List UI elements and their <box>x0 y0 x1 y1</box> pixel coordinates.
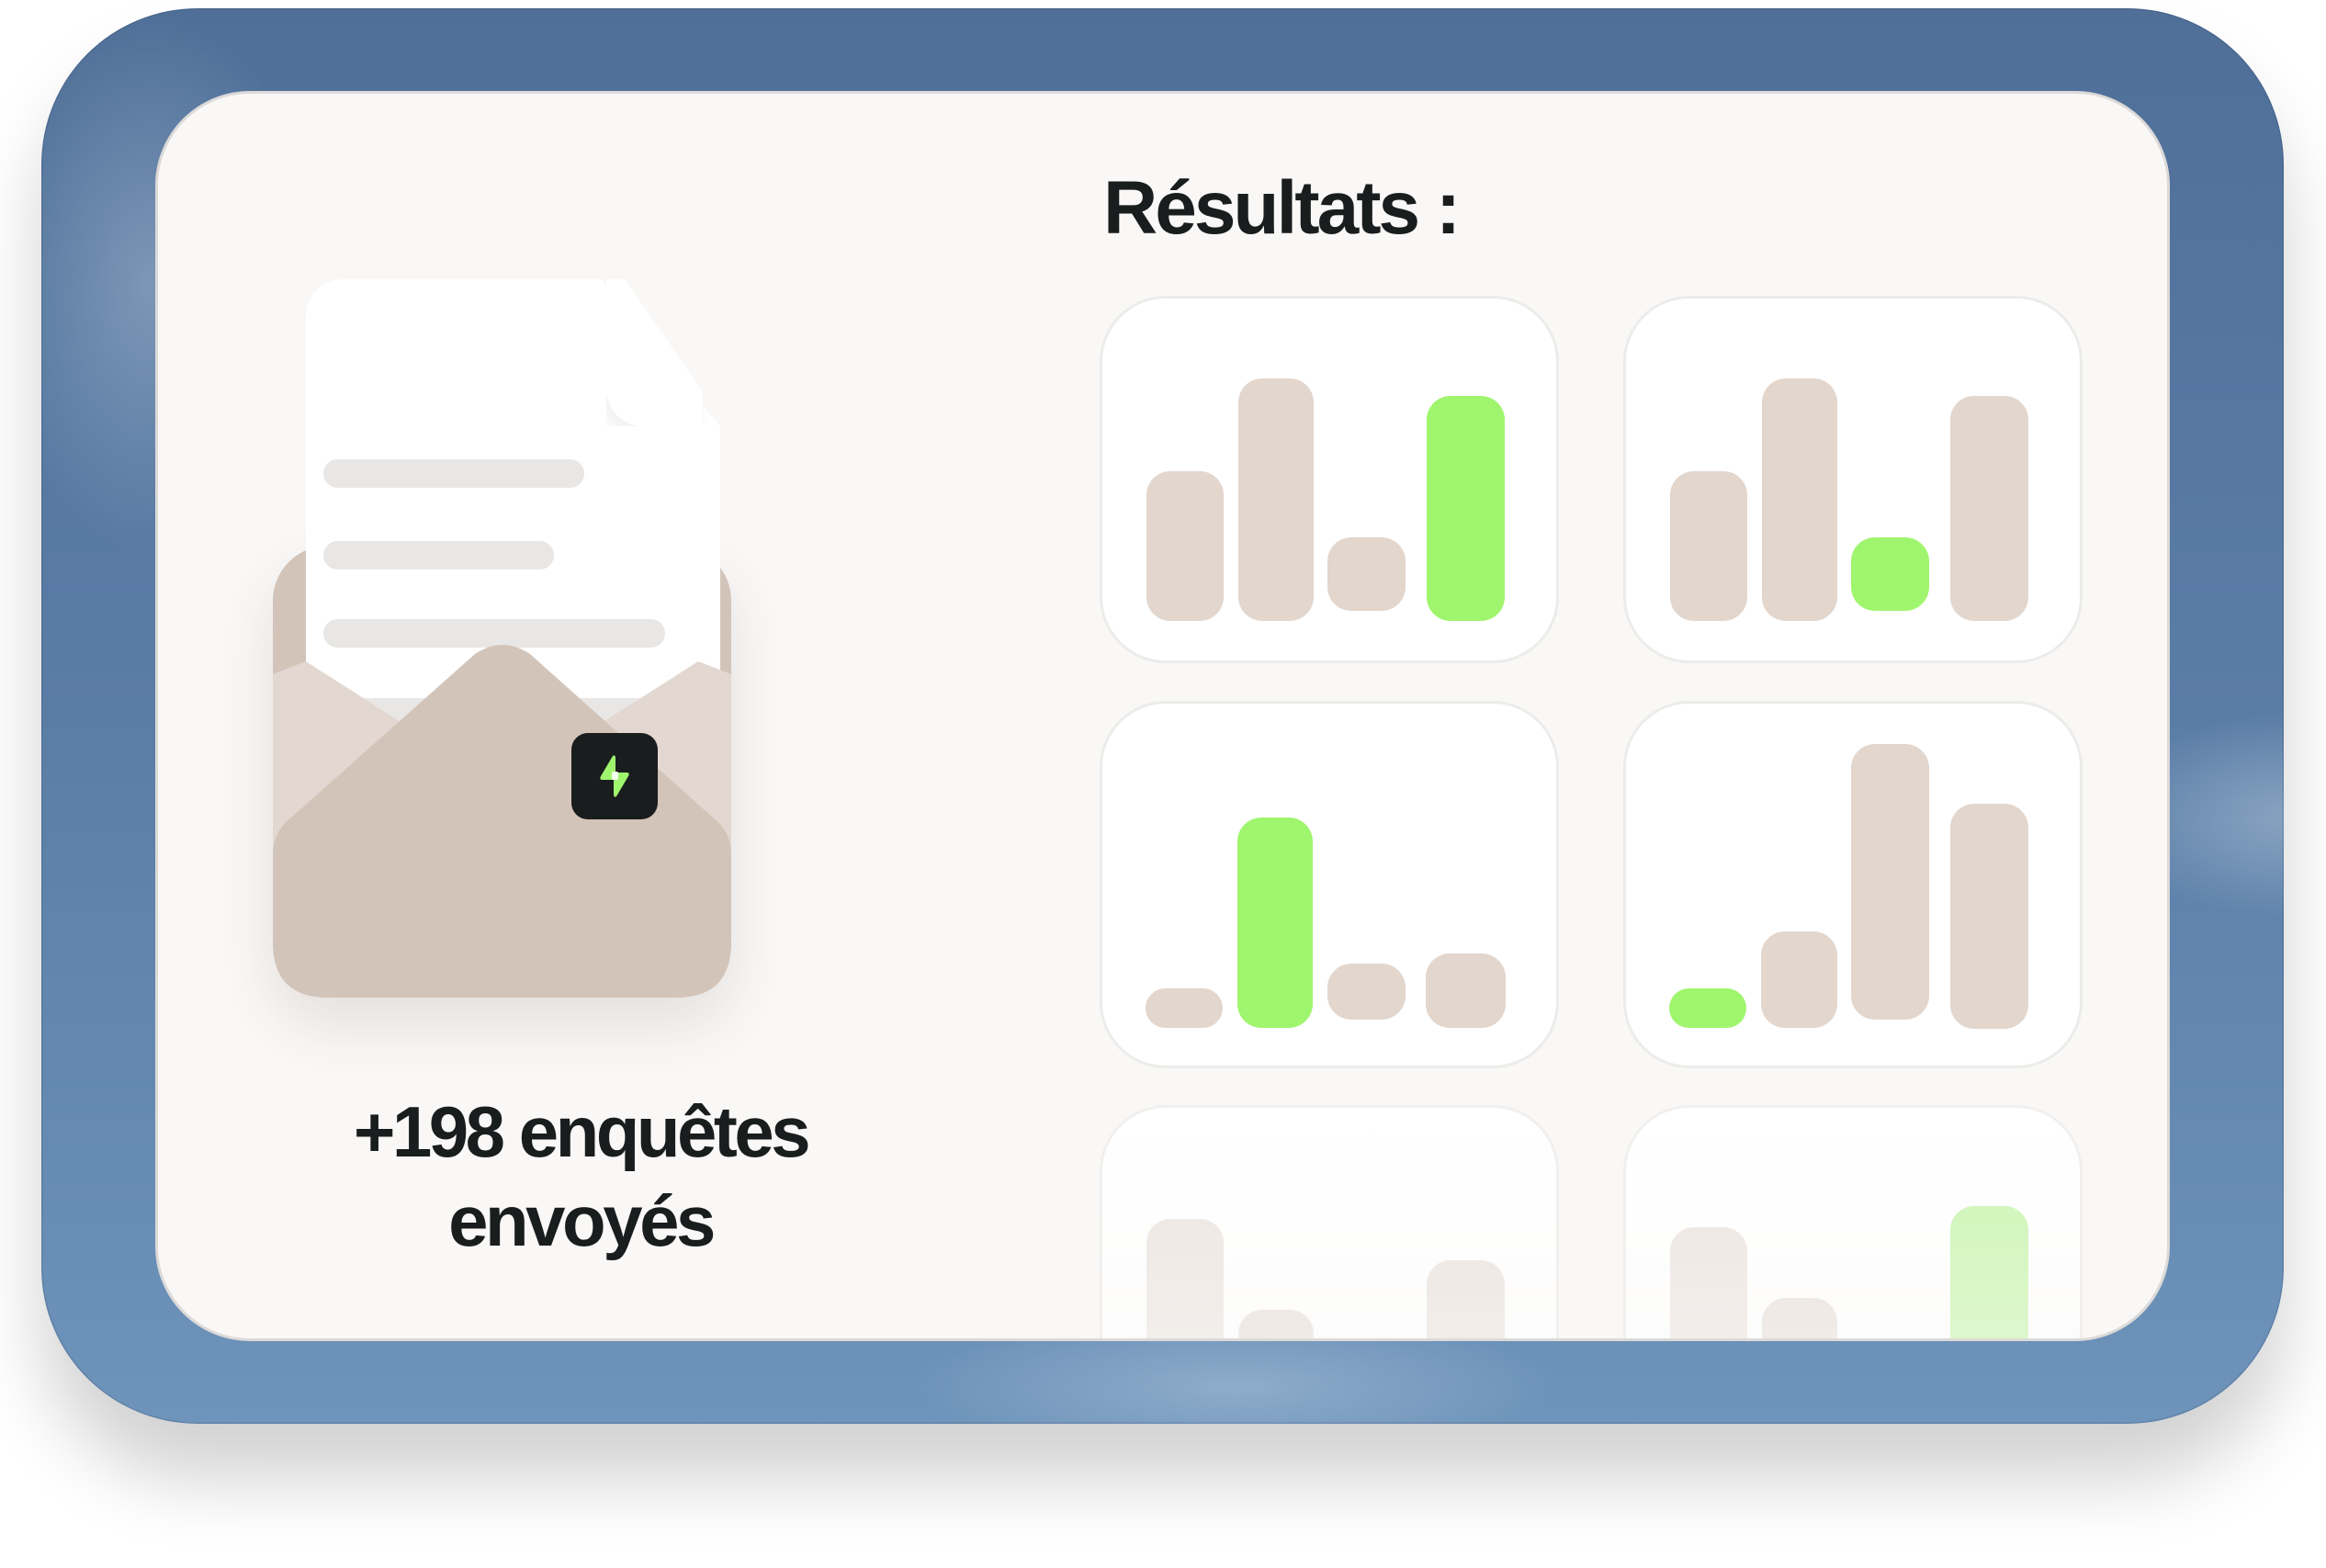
document-line <box>323 541 554 570</box>
document-fold-corner <box>606 279 703 426</box>
result-card <box>1100 701 1559 1068</box>
bar-highlighted <box>1427 396 1505 621</box>
bar <box>1427 1260 1505 1338</box>
result-card <box>1623 701 2083 1068</box>
bar-highlighted <box>1237 818 1313 1028</box>
content-panel: +198 enquêtes envoyés Résultats : <box>158 94 2167 1338</box>
envelope-front-flap <box>273 645 731 998</box>
brand-badge <box>571 733 658 819</box>
bar <box>1238 378 1314 621</box>
bar <box>1327 964 1406 1020</box>
document-line <box>323 459 584 488</box>
bar <box>1762 378 1837 621</box>
bar <box>1670 1227 1747 1338</box>
result-card <box>1623 1105 2083 1338</box>
bar <box>1327 537 1406 611</box>
bar-highlighted <box>1669 988 1746 1028</box>
surveys-sent-stat: +198 enquêtes envoyés <box>296 1088 865 1266</box>
bar <box>1950 396 2028 621</box>
bar <box>1146 471 1224 621</box>
bar <box>1146 988 1223 1028</box>
bar-highlighted <box>1950 1206 2028 1338</box>
bar-highlighted <box>1851 537 1929 611</box>
bar <box>1238 1310 1314 1338</box>
document-line <box>323 619 665 648</box>
result-card <box>1623 296 2083 663</box>
surveys-sent-count: +198 enquêtes <box>353 1091 811 1172</box>
lightning-bolt-icon <box>600 755 629 797</box>
bar <box>1950 804 2028 1029</box>
result-card <box>1100 296 1559 663</box>
bar <box>1146 1219 1224 1338</box>
bar <box>1426 953 1506 1028</box>
bar <box>1851 744 1929 1020</box>
bar <box>1762 1298 1837 1338</box>
bar <box>1670 471 1747 621</box>
results-title: Résultats : <box>1103 166 1461 250</box>
bar <box>1761 931 1837 1028</box>
result-card <box>1100 1105 1559 1338</box>
surveys-sent-label: envoyés <box>448 1180 716 1261</box>
